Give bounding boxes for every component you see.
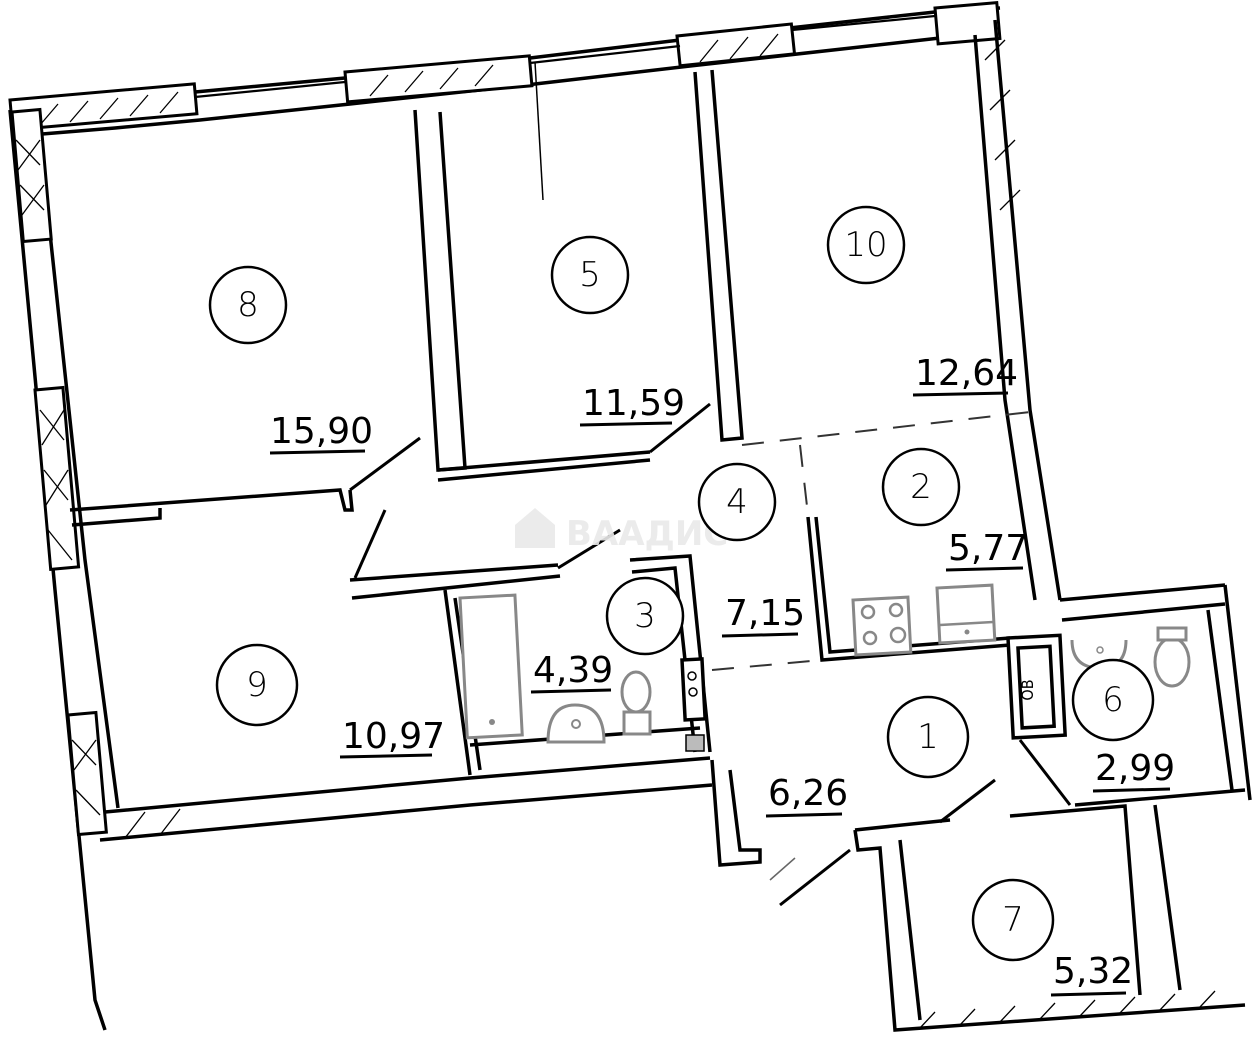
- room-number: 1: [917, 717, 939, 757]
- room-area: 12,64: [915, 353, 1018, 394]
- room-number: 3: [634, 596, 656, 636]
- room-2[interactable]: 2 5,77: [881, 447, 1028, 572]
- ventilation-shaft-bath3: [680, 657, 707, 752]
- doors: [349, 402, 1072, 907]
- room-number: 9: [246, 665, 268, 705]
- room-area: 6,26: [768, 773, 848, 814]
- room-area: 10,97: [342, 716, 445, 757]
- watermark: ВААДИС: [515, 508, 728, 554]
- room-3[interactable]: 3 4,39: [530, 576, 685, 694]
- room-marker: [605, 576, 685, 656]
- outer-walls: [8, 0, 1252, 1032]
- room-8[interactable]: 8 15,90: [208, 265, 373, 455]
- room-area: 11,59: [582, 383, 685, 424]
- watermark-text: ВААДИС: [566, 514, 728, 554]
- room-marker: [826, 205, 906, 285]
- room-number: 2: [910, 467, 932, 507]
- room-1[interactable]: 1 6,26: [765, 695, 970, 818]
- room-area: 15,90: [270, 411, 373, 452]
- room-number: 7: [1002, 900, 1024, 940]
- stove: [851, 595, 913, 657]
- room-marker: [215, 643, 299, 727]
- room-5[interactable]: 5 11,59: [534, 61, 685, 427]
- room-marker: [886, 695, 970, 779]
- bathtub: [458, 593, 524, 740]
- room-marker: [1071, 658, 1155, 742]
- room-marker: [971, 878, 1055, 962]
- toilet-bath3: [620, 670, 652, 736]
- sink-bath3: [546, 703, 606, 744]
- room-number: 8: [237, 285, 259, 325]
- interior-walls: [69, 69, 1011, 776]
- room-marker: [208, 265, 288, 345]
- ventilation-label: OB: [1018, 679, 1037, 700]
- room-marker: [881, 447, 961, 527]
- room-9[interactable]: 9 10,97: [215, 643, 445, 759]
- room-area: 7,15: [725, 593, 805, 634]
- room-number: 4: [726, 482, 748, 522]
- room-area: 4,39: [533, 650, 613, 691]
- room-number: 5: [579, 255, 601, 295]
- room-6[interactable]: 6 2,99: [1071, 658, 1175, 793]
- zone-boundaries: [711, 411, 1031, 671]
- room-marker: [697, 462, 777, 542]
- room-7[interactable]: 7 5,32: [971, 878, 1133, 997]
- sink-kitchen: [935, 583, 997, 645]
- room-4[interactable]: 4 7,15: [697, 462, 805, 638]
- room-area: 2,99: [1095, 748, 1175, 789]
- room-area: 5,77: [948, 528, 1028, 569]
- room-10[interactable]: 10 12,64: [826, 205, 1018, 397]
- room-marker: [550, 235, 630, 315]
- room-area: 5,32: [1053, 951, 1133, 992]
- room-number: 6: [1102, 680, 1124, 720]
- toilet-bath6: [1153, 626, 1191, 688]
- ventilation-shaft-bath6: OB: [1006, 633, 1068, 740]
- room-number: 10: [844, 225, 887, 265]
